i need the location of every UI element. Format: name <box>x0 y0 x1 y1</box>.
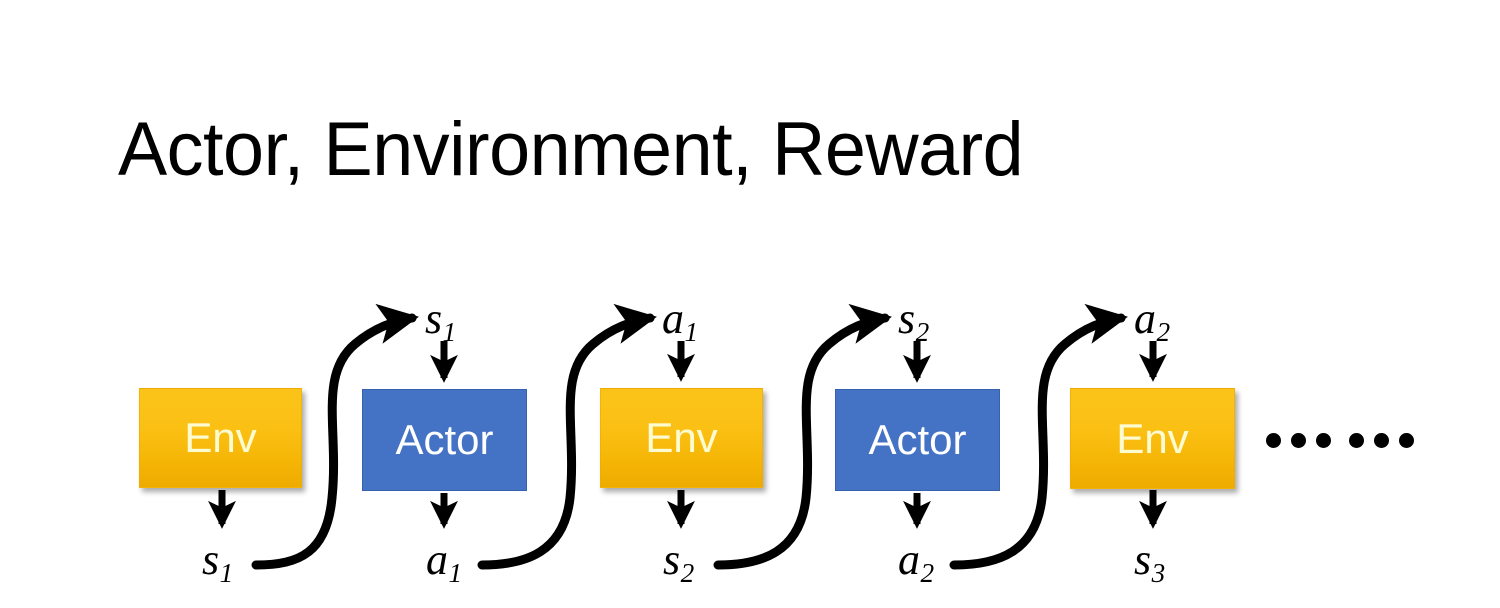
node-label: Env <box>645 414 718 461</box>
symbol: a <box>898 535 920 584</box>
subscript: 1 <box>442 316 457 347</box>
ellipsis-dot <box>1349 432 1364 448</box>
symbol: s <box>1134 535 1152 584</box>
subscript: 1 <box>684 316 699 347</box>
label-bottom-s3: s3 <box>1134 535 1165 587</box>
node-label: Actor <box>395 416 494 463</box>
subscript: 2 <box>680 557 695 588</box>
symbol: s <box>425 294 443 343</box>
node-actor-1[interactable]: Actor <box>362 389 527 491</box>
subscript: 2 <box>1156 316 1171 347</box>
label-bottom-s1: s1 <box>202 535 233 587</box>
node-label: Env <box>184 414 257 461</box>
subscript: 1 <box>219 557 234 588</box>
node-label: Actor <box>868 416 967 463</box>
node-actor-2[interactable]: Actor <box>835 389 1000 491</box>
node-env-3[interactable]: Env <box>1070 388 1235 489</box>
subscript: 2 <box>920 557 935 588</box>
ellipsis-dot <box>1316 432 1331 448</box>
ellipsis-dot <box>1399 432 1414 448</box>
symbol: s <box>663 535 681 584</box>
node-label: Env <box>1116 414 1189 462</box>
symbol: a <box>426 535 448 584</box>
ellipsis-dot <box>1374 432 1389 448</box>
symbol: a <box>662 294 684 343</box>
label-top-a1: a1 <box>662 294 698 346</box>
page-title: Actor, Environment, Reward <box>118 107 1024 192</box>
subscript: 3 <box>1151 557 1166 588</box>
label-top-s1: s1 <box>425 294 456 346</box>
node-env-1[interactable]: Env <box>139 388 302 488</box>
label-top-a2: a2 <box>1134 294 1170 346</box>
subscript: 2 <box>915 316 930 347</box>
symbol: s <box>898 294 916 343</box>
label-top-s2: s2 <box>898 294 929 346</box>
subscript: 1 <box>448 557 463 588</box>
ellipsis-dot <box>1291 432 1306 448</box>
node-env-2[interactable]: Env <box>600 388 763 488</box>
label-bottom-a1: a1 <box>426 535 462 587</box>
symbol: s <box>202 535 220 584</box>
label-bottom-s2: s2 <box>663 535 694 587</box>
symbol: a <box>1134 294 1156 343</box>
label-bottom-a2: a2 <box>898 535 934 587</box>
ellipsis-dot <box>1266 432 1281 448</box>
ellipsis-dots <box>1266 424 1414 456</box>
